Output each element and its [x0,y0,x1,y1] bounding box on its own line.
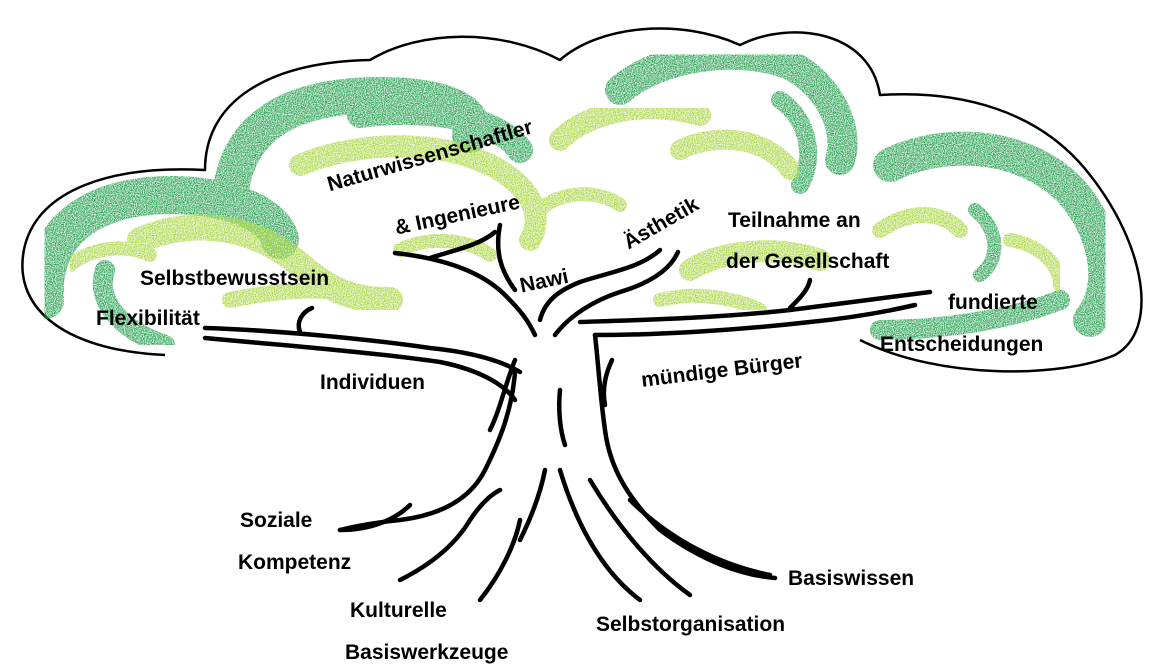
label-fundierte: fundierte [948,292,1038,313]
label-kulturelle: Kulturelle [350,600,447,621]
label-basiswerkzeuge: Basiswerkzeuge [345,642,508,663]
label-individuen: Individuen [320,372,425,393]
label-entscheidungen: Entscheidungen [880,334,1043,355]
label-soziale: Soziale [240,510,312,531]
label-selbstbewusstsein: Selbstbewusstsein [140,268,329,289]
label-gesellschaft: der Gesellschaft [726,251,889,272]
label-kompetenz: Kompetenz [238,552,351,573]
label-flexibilitaet: Flexibilität [96,308,200,329]
label-selbstorganisation: Selbstorganisation [596,614,785,635]
label-basiswissen: Basiswissen [788,568,914,589]
label-teilnahme: Teilnahme an [728,210,861,231]
